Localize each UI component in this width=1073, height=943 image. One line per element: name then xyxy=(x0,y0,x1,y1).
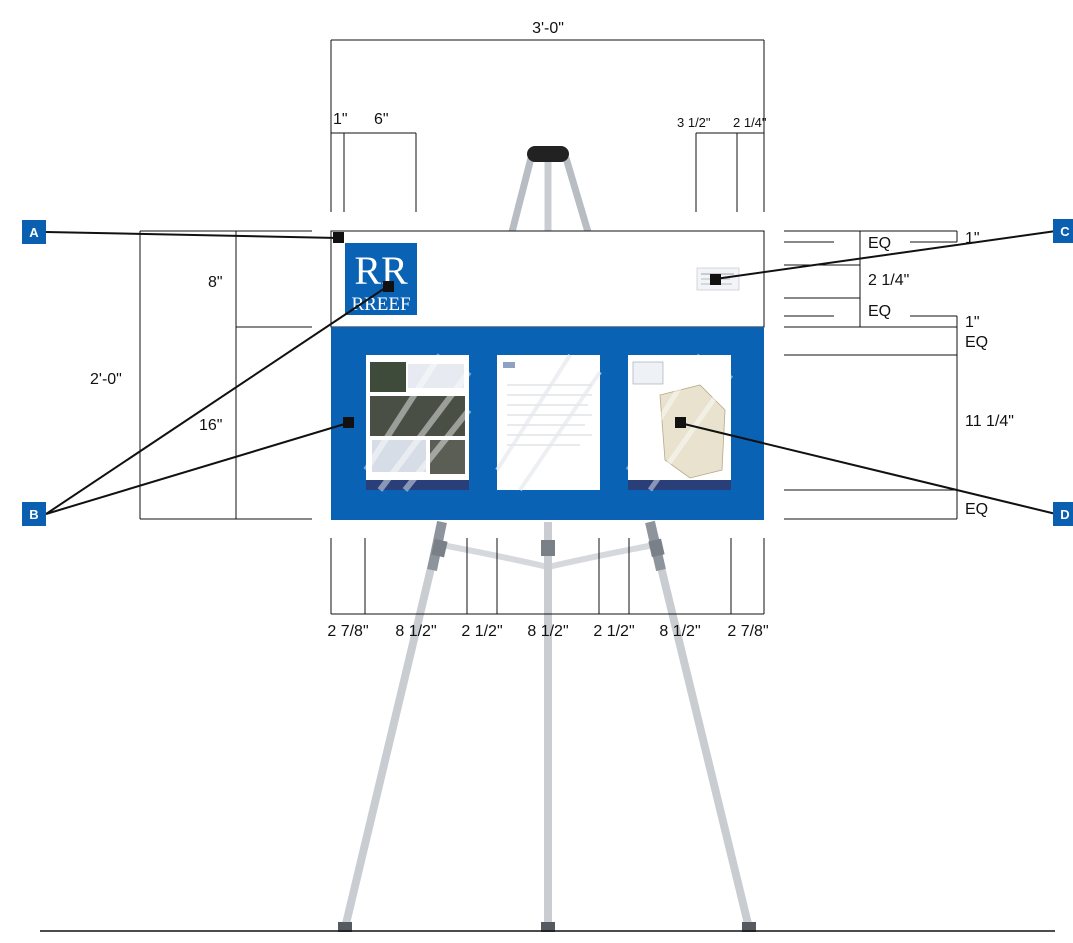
callout-b-badge: B xyxy=(22,502,46,526)
callout-c-badge: C xyxy=(1053,219,1073,243)
right-eq-top-label: EQ xyxy=(868,235,891,252)
header-height-label: 8" xyxy=(208,274,223,291)
display-board: RR RREEF xyxy=(330,230,765,520)
body-height-label: 16" xyxy=(199,417,222,434)
dimension-lines xyxy=(139,39,958,615)
callout-d-marker xyxy=(675,417,686,428)
callout-b-label: B xyxy=(29,507,38,522)
top-right-margin-label: 2 1/4" xyxy=(733,115,767,130)
easel-foot xyxy=(541,922,555,932)
easel-foot xyxy=(742,922,756,932)
bottom-dim-4: 8 1/2" xyxy=(527,623,568,640)
document-sheet-2 xyxy=(495,353,602,492)
callout-d-label: D xyxy=(1060,507,1069,522)
overall-width-label: 3'-0" xyxy=(532,20,564,37)
bottom-dim-2: 8 1/2" xyxy=(395,623,436,640)
tripod-easel-icon xyxy=(338,146,756,932)
easel-foot xyxy=(338,922,352,932)
rreef-logo-icon: RR RREEF xyxy=(345,243,417,315)
callout-b-marker-logo xyxy=(383,281,394,292)
top-left-logo-label: 6" xyxy=(374,111,389,128)
callout-a-label: A xyxy=(29,225,39,240)
right-doc-height-label: 11 1/4" xyxy=(965,413,1014,430)
right-margin-mid-label: 1" xyxy=(965,314,980,331)
callout-b-marker-board xyxy=(343,417,354,428)
bottom-dim-7: 2 7/8" xyxy=(727,623,768,640)
bottom-dim-6: 8 1/2" xyxy=(659,623,700,640)
callout-a-marker xyxy=(333,232,344,243)
bottom-dim-3: 2 1/2" xyxy=(461,623,502,640)
overall-height-label: 2'-0" xyxy=(90,371,122,388)
callout-c-label: C xyxy=(1060,224,1070,239)
bottom-dim-5: 2 1/2" xyxy=(593,623,634,640)
bottom-dim-1: 2 7/8" xyxy=(327,623,368,640)
callout-leaders xyxy=(45,230,1057,515)
document-sheet-1 xyxy=(363,353,472,492)
callout-a-badge: A xyxy=(22,220,46,244)
right-eq-mid-label: EQ xyxy=(868,303,891,320)
right-eq-lower-label: EQ xyxy=(965,501,988,518)
top-right-logo-label: 3 1/2" xyxy=(677,115,711,130)
right-eq-upper-label: EQ xyxy=(965,334,988,351)
callout-d-badge: D xyxy=(1053,502,1073,526)
logo-monogram: RR xyxy=(354,248,408,293)
logo-wordmark: RREEF xyxy=(351,294,410,315)
top-left-margin-label: 1" xyxy=(333,111,348,128)
easel-top-cap xyxy=(527,146,569,162)
right-logo-height-label: 2 1/4" xyxy=(868,272,909,289)
callout-c-marker xyxy=(710,274,721,285)
